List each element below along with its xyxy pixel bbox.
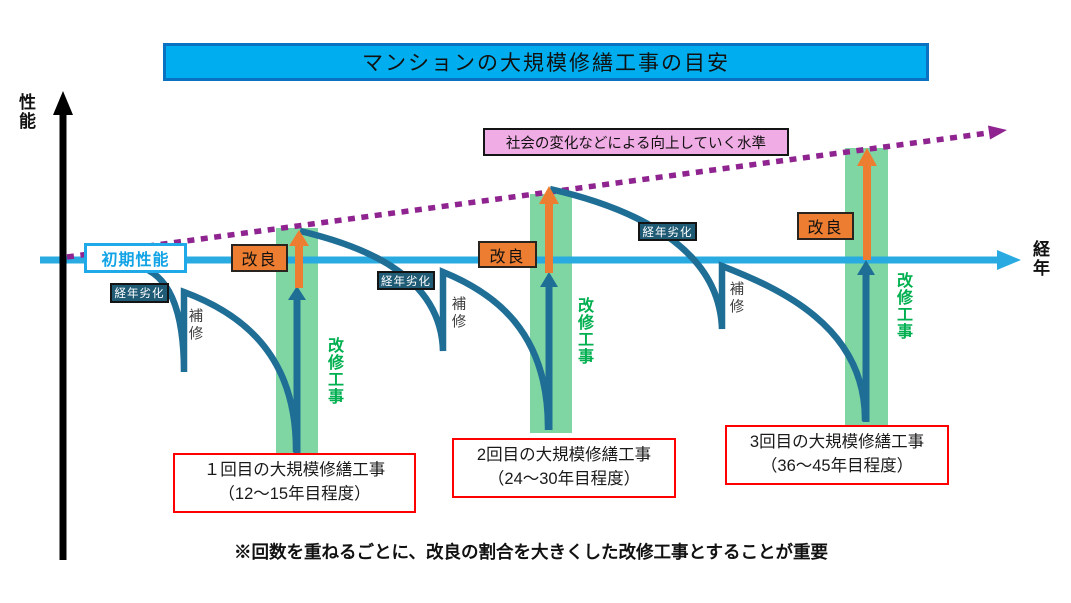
aging-label-3: 経年劣化 — [638, 222, 697, 241]
milestone-3-line2: （36～45年目程度） — [760, 457, 914, 475]
footer-note: ※回数を重ねるごとに、改良の割合を大きくした改修工事とすることが重要 — [234, 542, 828, 562]
x-axis-arrowhead — [997, 250, 1021, 270]
improvement-arrowhead-3 — [857, 148, 877, 166]
y-axis-arrowhead — [53, 91, 73, 115]
aging-label-1: 経年劣化 — [110, 283, 169, 303]
repair-label-2: 補修 — [449, 296, 466, 331]
upgrade-trend-dotted-line — [66, 130, 989, 260]
x-axis-label: 経年 — [1030, 240, 1049, 278]
improvement-label-3: 改良 — [797, 212, 854, 240]
milestone-box-3: 3回目の大規模修繕工事 （36～45年目程度） — [725, 425, 949, 485]
renovation-label-2: 改修工事 — [575, 297, 592, 365]
renovation-arrowhead-2 — [540, 272, 558, 287]
diagram-title: マンションの大規模修繕工事の目安 — [163, 43, 929, 81]
repair-label-1: 補修 — [186, 308, 203, 343]
improvement-arrowhead-2 — [539, 186, 559, 204]
milestone-box-1: １回目の大規模修繕工事 （12～15年目程度） — [173, 453, 416, 513]
milestone-1-line2: （12～15年目程度） — [218, 485, 371, 503]
degradation-curve-3 — [549, 185, 869, 422]
initial-performance-label: 初期性能 — [84, 243, 187, 273]
aging-label-2: 経年劣化 — [377, 271, 435, 290]
milestone-2-line1: 2回目の大規模修繕工事 — [476, 446, 652, 465]
renovation-label-1: 改修工事 — [325, 337, 342, 405]
improvement-label-2: 改良 — [478, 241, 537, 268]
improvement-label-1: 改良 — [231, 244, 288, 272]
renovation-arrowhead-3 — [857, 260, 875, 275]
milestone-1-line1: １回目の大規模修繕工事 — [203, 461, 386, 480]
milestone-3-line1: 3回目の大規模修繕工事 — [749, 433, 925, 452]
milestone-box-2: 2回目の大規模修繕工事 （24～30年目程度） — [452, 438, 676, 498]
upgrade-trend-arrowhead — [988, 125, 1007, 140]
renovation-arrowhead-1 — [288, 286, 306, 300]
social-trend-label: 社会の変化などによる向上していく水準 — [483, 128, 789, 156]
improvement-arrowhead-1 — [289, 230, 309, 246]
milestone-2-line2: （24～30年目程度） — [487, 470, 641, 488]
renovation-label-3: 改修工事 — [894, 272, 911, 340]
degradation-curve-2 — [299, 227, 552, 431]
y-axis-label: 性能 — [16, 93, 35, 131]
degradation-curve-1 — [136, 262, 300, 453]
repair-label-3: 補修 — [727, 281, 744, 316]
